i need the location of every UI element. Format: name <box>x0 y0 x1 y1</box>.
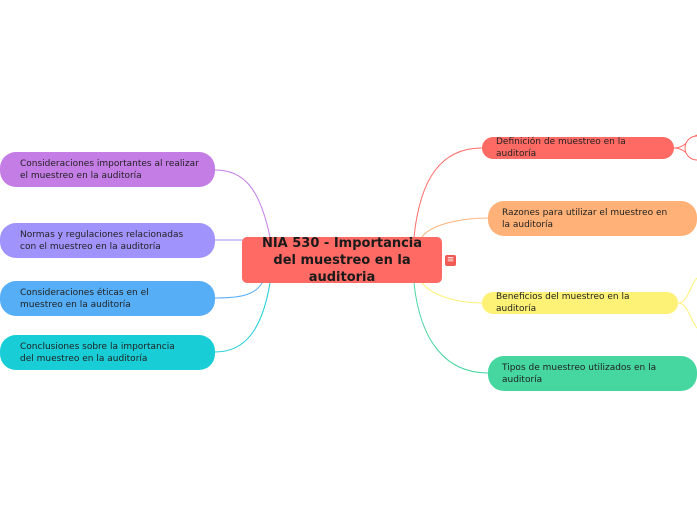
topic-label: Conclusiones sobre la importancia del mu… <box>20 341 175 364</box>
topic-label: Beneficios del muestreo en la auditoría <box>496 292 630 314</box>
topic-definicion[interactable]: Definición de muestreo en la auditoría <box>482 137 674 159</box>
central-topic-label: NIA 530 - Importancia del muestreo en la… <box>261 235 423 285</box>
topic-label: Consideraciones importantes al realizar … <box>20 158 199 181</box>
connector-razones <box>421 217 489 238</box>
menu-icon[interactable]: ≡ <box>445 255 456 266</box>
topic-normas-regulaciones[interactable]: Normas y regulaciones relacionadas con e… <box>0 223 215 258</box>
topic-label: Tipos de muestreo utilizados en la audit… <box>502 362 657 385</box>
topic-tipos[interactable]: Tipos de muestreo utilizados en la audit… <box>488 356 697 391</box>
collapse-toggle-definicion[interactable] <box>684 135 697 161</box>
topic-conclusiones[interactable]: Conclusiones sobre la importancia del mu… <box>0 335 215 370</box>
connector-tipos <box>413 282 489 374</box>
topic-label: Definición de muestreo en la auditoría <box>496 137 626 159</box>
central-topic[interactable]: NIA 530 - Importancia del muestreo en la… <box>242 235 442 285</box>
connector-beneficios <box>421 282 483 304</box>
topic-label: Consideraciones éticas en el muestreo en… <box>20 287 149 310</box>
connector-consideraciones-eticas <box>214 282 263 299</box>
topic-consideraciones-importantes[interactable]: Consideraciones importantes al realizar … <box>0 152 215 187</box>
connector-beneficios-child-2 <box>677 302 697 329</box>
connector-definicion <box>413 147 483 238</box>
connector-conclusiones <box>214 282 271 353</box>
topic-label: Razones para utilizar el muestreo en la … <box>502 207 668 230</box>
topic-consideraciones-eticas[interactable]: Consideraciones éticas en el muestreo en… <box>0 281 215 316</box>
topic-razones[interactable]: Razones para utilizar el muestreo en la … <box>488 201 697 236</box>
connector-beneficios-child <box>677 277 697 304</box>
topic-label: Normas y regulaciones relacionadas con e… <box>20 229 184 252</box>
topic-beneficios[interactable]: Beneficios del muestreo en la auditoría <box>482 292 678 314</box>
connector-consideraciones-importantes <box>214 169 271 238</box>
